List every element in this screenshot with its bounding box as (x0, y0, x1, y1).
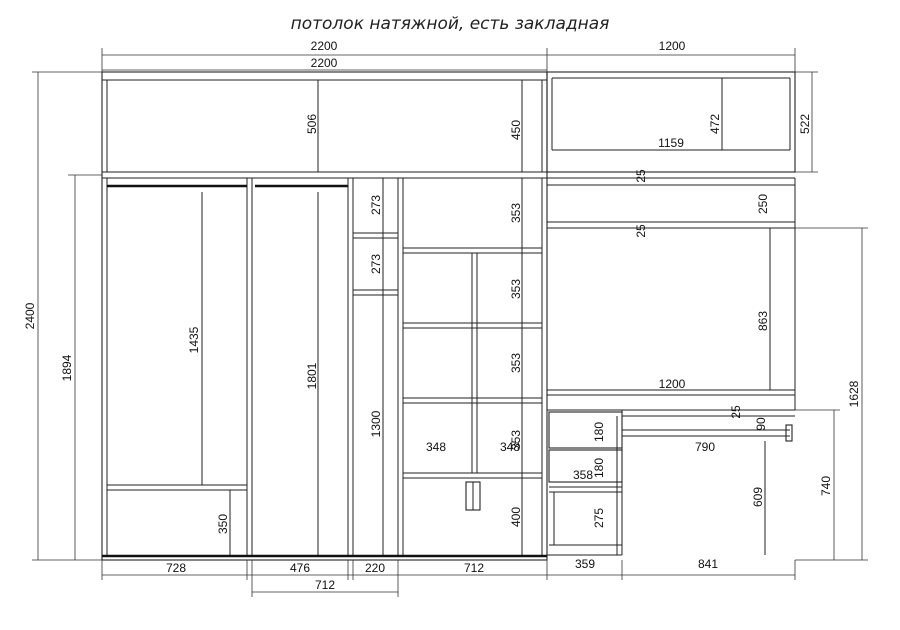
dim-mezz-mid: 450 (509, 120, 523, 140)
left-carcass (101, 71, 548, 561)
dim-total-height: 2400 (23, 302, 37, 329)
dim-left-bottom: 350 (216, 514, 230, 534)
dim-gap-mid-right: 25 (634, 224, 648, 238)
dim-bottom-728: 728 (166, 561, 186, 575)
dim-mezz-left: 506 (305, 114, 319, 134)
page-title: потолок натяжной, есть закладная (290, 14, 610, 34)
dim-desk-leg: 609 (751, 487, 765, 507)
dim-shelf-right: 250 (756, 194, 770, 214)
dim-left-hang: 1435 (187, 326, 201, 353)
dim-top-left-inner: 2200 (311, 56, 338, 70)
dim-desk-gap: 25 (729, 405, 743, 419)
dim-mid-hang: 1801 (305, 362, 319, 389)
dim-top-left-width: 2200 (311, 39, 338, 53)
dim-mezz-right-outer: 522 (798, 114, 812, 134)
dim-right-full: 1628 (847, 380, 861, 407)
dim-left-height: 1894 (60, 354, 74, 381)
dim-drawer-180b: 180 (592, 458, 606, 478)
dim-bottom-712b: 712 (464, 561, 484, 575)
dim-narrow-273b: 273 (369, 254, 383, 274)
dim-narrow-1300: 1300 (369, 410, 383, 437)
right-dimension-lines (795, 71, 868, 561)
dim-grid-353d: 353 (509, 430, 523, 450)
dim-grid-348b: 348 (500, 440, 520, 454)
dim-bottom-712a: 712 (315, 578, 335, 592)
dim-mezz-right-inner: 1159 (658, 136, 684, 150)
dim-desk-top: 90 (754, 417, 768, 431)
bottom-dimension-lines (101, 560, 796, 597)
dim-desk-total: 740 (819, 476, 833, 496)
dim-grid-353c: 353 (509, 353, 523, 373)
dim-bottom-220: 220 (365, 561, 385, 575)
top-dimension-lines (101, 48, 796, 72)
dim-grid-400: 400 (509, 507, 523, 527)
dim-bottom-476: 476 (290, 561, 310, 575)
dim-bottom-841: 841 (698, 557, 718, 571)
dim-desk-span: 790 (695, 440, 715, 454)
dim-grid-348a: 348 (426, 440, 446, 454)
dim-grid-353a: 353 (509, 203, 523, 223)
right-carcass (546, 71, 796, 556)
dim-drawer-358: 358 (573, 468, 593, 482)
left-dimension-lines (32, 71, 102, 561)
dim-drawer-275: 275 (592, 508, 606, 528)
dim-drawer-180a: 180 (592, 422, 606, 442)
dim-grid-353b: 353 (509, 279, 523, 299)
dim-top-right-width: 1200 (659, 39, 686, 53)
dim-gap-top-right: 25 (634, 169, 648, 183)
dim-desk-width: 1200 (659, 377, 686, 391)
dim-right-big: 863 (756, 311, 770, 331)
dim-narrow-273a: 273 (369, 195, 383, 215)
dim-bottom-359: 359 (575, 557, 595, 571)
dim-mezz-right: 472 (708, 114, 722, 134)
